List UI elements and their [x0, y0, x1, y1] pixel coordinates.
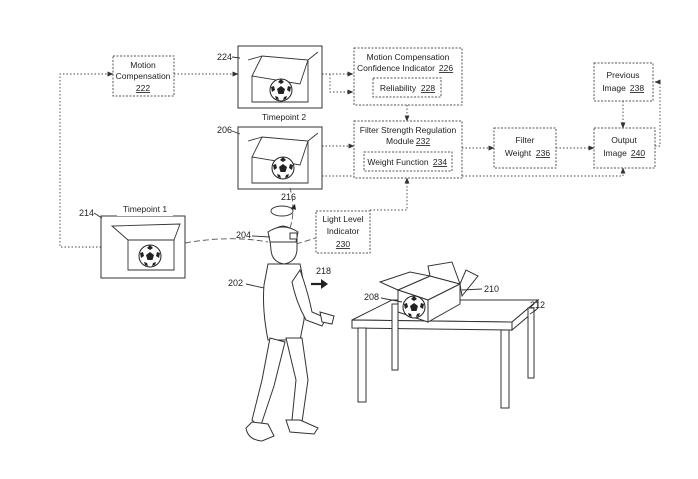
reliability-label: Reliability: [380, 83, 417, 93]
timepoint-1-label: Timepoint 1: [123, 204, 167, 214]
table-ref: 212: [530, 300, 545, 310]
weight-function-label: Weight Function: [367, 157, 429, 167]
previous-image-ref: 238: [630, 83, 644, 93]
frame-206: 206: [217, 125, 323, 190]
rotation-arrow: 216: [270, 192, 296, 217]
previous-image-line2: Image: [602, 83, 626, 93]
ball-ref: 208: [364, 292, 379, 302]
output-image-line2: Image: [603, 148, 627, 158]
connector-lines: [59, 71, 661, 248]
output-image-line1: Output: [611, 135, 637, 145]
motion-arrow-ref: 218: [316, 266, 331, 276]
motion-arrow: 218: [311, 266, 331, 289]
previous-image-line1: Previous: [606, 70, 639, 80]
timepoint-2-label: Timepoint 2: [262, 112, 306, 122]
previous-image-box: Previous Image 238: [593, 62, 654, 102]
weight-function-ref: 234: [433, 157, 447, 167]
filter-weight-box: Filter Weight 236: [493, 127, 557, 169]
filter-reg-line2: Module: [386, 136, 414, 146]
table-scene: 208 210 212: [351, 261, 545, 409]
confidence-line2: Confidence Indicator: [357, 63, 435, 73]
filter-reg-ref: 232: [416, 136, 430, 146]
filter-weight-line1: Filter: [516, 135, 535, 145]
confidence-ref: 226: [439, 63, 453, 73]
motion-compensation-box: Motion Compensation 222: [112, 55, 175, 97]
confidence-indicator-box: Motion Compensation Confidence Indicator…: [353, 47, 463, 106]
motion-compensation-ref: 222: [136, 83, 150, 93]
confidence-line1: Motion Compensation: [367, 52, 450, 62]
frame-224-ref: 224: [217, 52, 232, 62]
motion-compensation-line2: Compensation: [116, 71, 171, 81]
output-image-ref: 240: [631, 148, 645, 158]
rotation-ref: 216: [281, 192, 296, 202]
soccer-ball-icon: [402, 295, 426, 319]
frame-timepoint-1: Timepoint 1 214: [79, 202, 186, 279]
reliability-ref: 228: [421, 83, 435, 93]
filter-weight-ref: 236: [536, 148, 550, 158]
soccer-ball-icon: [269, 78, 293, 102]
soccer-ball-icon: [138, 244, 162, 268]
filter-weight-line2: Weight: [505, 148, 532, 158]
light-level-line2: Indicator: [327, 226, 360, 236]
headset-ref: 204: [236, 230, 251, 240]
frame-timepoint-2: 224 Timepoint 2: [217, 45, 323, 124]
frame-206-ref: 206: [217, 125, 232, 135]
filter-reg-line1: Filter Strength Regulation: [360, 125, 457, 135]
user-ref: 202: [228, 278, 243, 288]
person-figure: 202 204: [228, 225, 335, 442]
frame-214-ref: 214: [79, 208, 94, 218]
light-level-line1: Light Level: [322, 214, 363, 224]
light-level-ref: 230: [336, 239, 350, 249]
filter-regulation-box: Filter Strength Regulation Module 232 We…: [353, 120, 463, 179]
output-image-box: Output Image 240: [593, 127, 656, 169]
light-level-box: Light Level Indicator 230: [315, 210, 371, 254]
line-of-sight: [184, 187, 317, 245]
box-ref: 210: [484, 284, 499, 294]
soccer-ball-icon: [271, 156, 295, 180]
motion-compensation-line1: Motion: [130, 60, 156, 70]
